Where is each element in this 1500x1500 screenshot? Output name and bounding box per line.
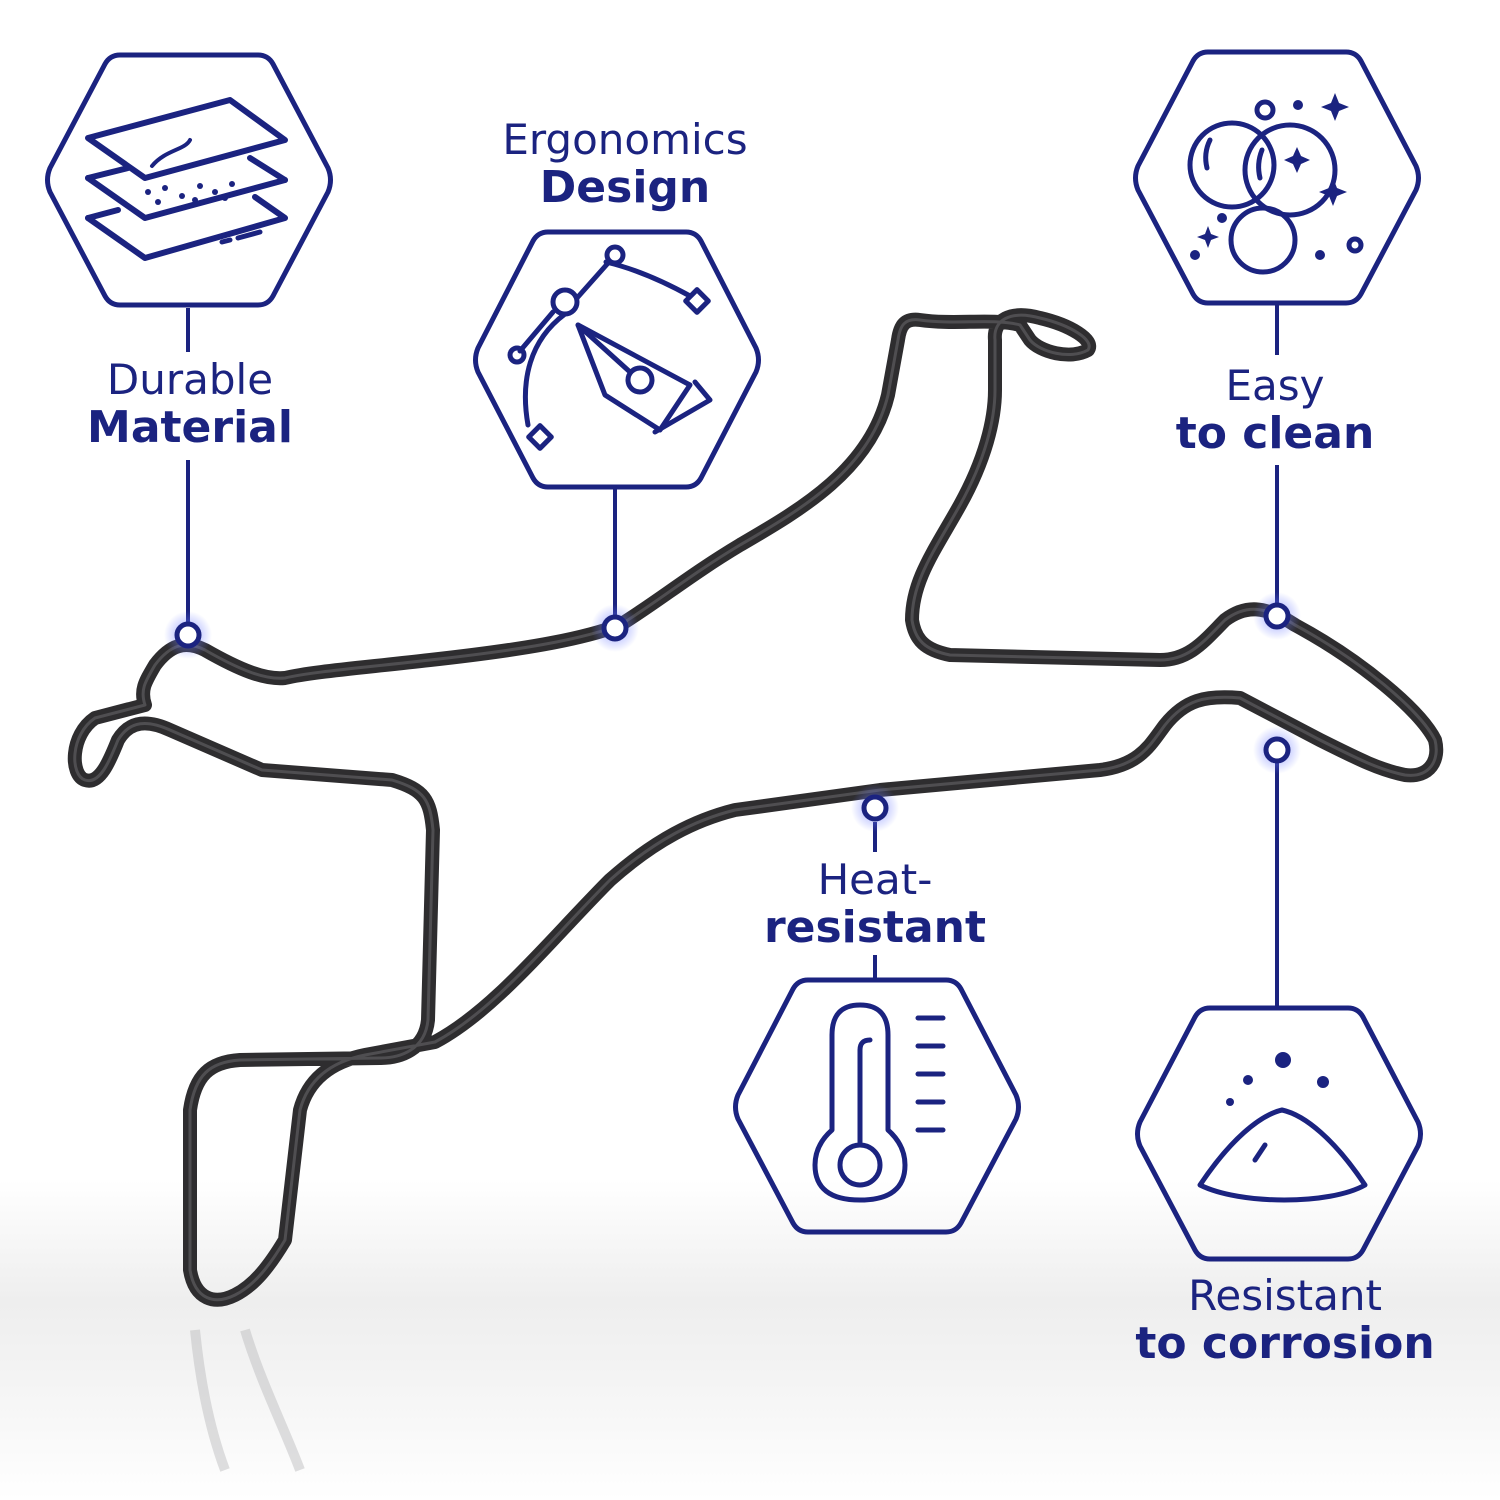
feature-line1: Resistant [1188,1271,1382,1320]
hotspot-ergonomics[interactable] [591,604,639,652]
feature-label-heat-resistant: Heat- resistant [730,856,1020,952]
hexagon-durable-material [45,52,333,308]
feature-line1: Ergonomics [502,115,748,164]
hotspot-easy-clean[interactable] [1253,592,1301,640]
floor-shadow [0,1180,1500,1500]
hexagon-heat-resistant [733,977,1021,1235]
feature-line1: Easy [1225,361,1325,410]
layers-icon [85,97,288,261]
hexagon-ergonomics-design [473,229,761,490]
hotspot-corrosion[interactable] [1253,726,1301,774]
powder-pile-icon [1197,1052,1368,1203]
feature-label-ergonomics-design: Ergonomics Design [465,116,785,212]
connector-lines [186,305,1279,1008]
feature-label-corrosion: Resistant to corrosion [1110,1272,1460,1368]
feature-line2: to clean [1175,408,1375,460]
feature-line2: Design [539,162,711,214]
feature-label-easy-clean: Easy to clean [1140,362,1410,458]
hotspot-durable[interactable] [164,611,212,659]
hexagon-easy-clean [1133,49,1421,306]
hotspot-dots [164,592,1301,832]
wire-reflection [190,1328,305,1472]
feature-line2: resistant [763,902,987,954]
feature-line1: Heat- [817,855,933,904]
pen-tool-icon [507,244,713,451]
feature-line1: Durable [106,355,274,404]
hotspot-heat[interactable] [851,784,899,832]
thermometer-icon [812,1002,946,1203]
hexagon-corrosion [1135,1005,1423,1262]
feature-line2: to corrosion [1135,1318,1435,1370]
bubbles-sparkle-icon [1187,93,1364,275]
feature-line2: Material [87,402,293,454]
feature-label-durable-material: Durable Material [60,356,320,452]
